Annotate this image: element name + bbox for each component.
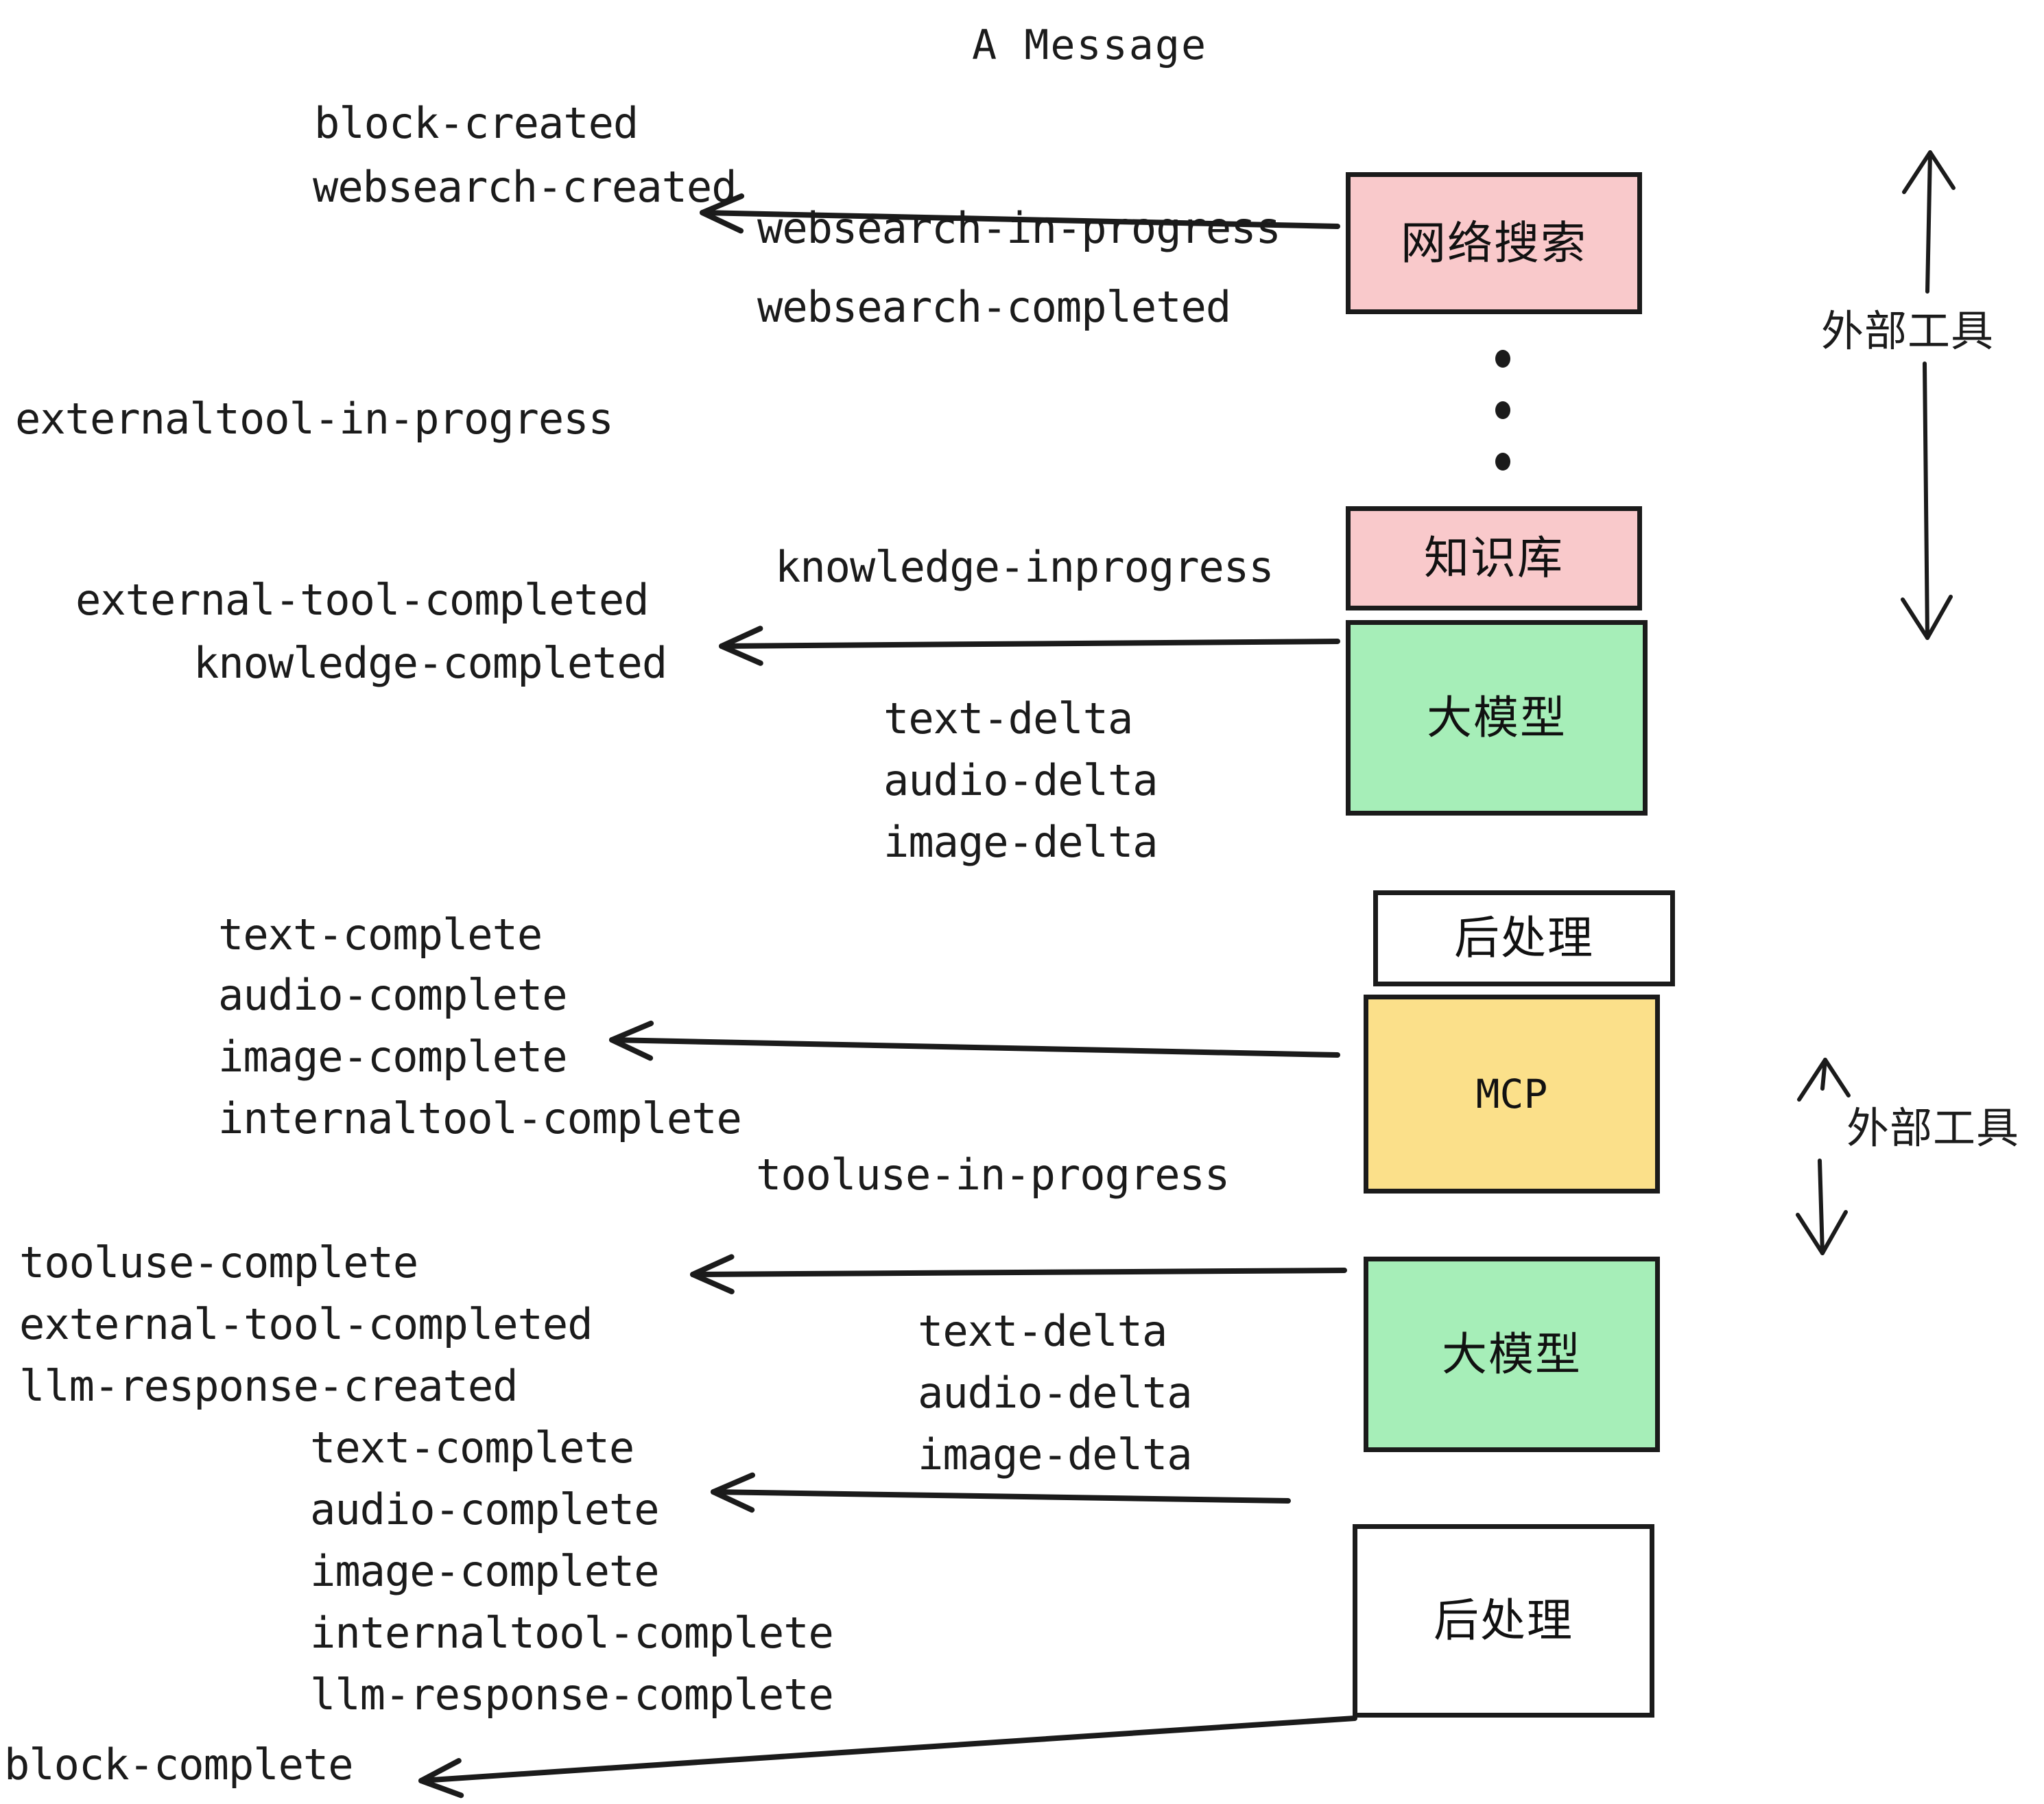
node-label: 后处理 <box>1454 912 1594 964</box>
side-label-external-tool-span-1: 外部工具 <box>1821 306 1995 356</box>
event-label: block-complete <box>4 1740 354 1790</box>
event-label: audio-delta <box>918 1368 1193 1418</box>
arrowhead-up-icon <box>1797 1058 1851 1102</box>
event-label: llm-response-complete <box>310 1670 834 1720</box>
flow-line-postprocess2-to-block <box>418 1716 1357 1783</box>
event-label: knowledge-completed <box>193 638 667 688</box>
node-label: 知识库 <box>1424 532 1564 584</box>
vertical-span-line-down <box>1923 361 1929 640</box>
ellipsis-dot-3 <box>1495 453 1510 471</box>
event-label: externaltool-in-progress <box>15 394 614 444</box>
arrowhead-left-icon-postprocess2-to-block <box>418 1758 464 1799</box>
event-label: websearch-completed <box>757 282 1231 332</box>
event-label: text-delta <box>883 693 1133 744</box>
node-label: 后处理 <box>1434 1594 1573 1647</box>
event-label: text-delta <box>918 1306 1167 1356</box>
event-label: text-complete <box>310 1423 634 1473</box>
node-label: 网络搜索 <box>1401 216 1587 270</box>
event-label: external-tool-completed <box>75 575 650 625</box>
arrowhead-left-icon-postprocess-to-client <box>690 1254 735 1294</box>
ellipsis-dot-2 <box>1495 401 1510 419</box>
node-llm-1: 大模型 <box>1346 620 1648 816</box>
node-mcp: MCP <box>1364 995 1660 1194</box>
arrowhead-down-icon <box>1901 595 1953 640</box>
vertical-span-line-up <box>1925 150 1932 294</box>
event-label: text-complete <box>218 910 543 960</box>
event-label: internaltool-complete <box>310 1608 834 1658</box>
event-label: websearch-in-progress <box>757 203 1281 253</box>
arrowhead-left-icon-knowledge-to-client <box>719 626 763 666</box>
arrowhead-left-icon-mcp-to-client <box>609 1020 654 1061</box>
event-label: image-delta <box>883 817 1158 867</box>
event-label: audio-delta <box>883 755 1158 805</box>
arrowhead-left-icon-llm2-to-client <box>711 1472 755 1513</box>
node-label: MCP <box>1475 1071 1548 1117</box>
node-knowledge: 知识库 <box>1346 506 1642 610</box>
event-label: audio-complete <box>218 970 568 1020</box>
side-label-external-tool-span-2: 外部工具 <box>1846 1103 2020 1153</box>
event-label: image-complete <box>218 1032 568 1082</box>
node-llm-2: 大模型 <box>1364 1257 1660 1452</box>
flow-line-llm2-to-client <box>711 1489 1291 1504</box>
event-label: websearch-created <box>313 162 737 212</box>
event-label: tooluse-in-progress <box>756 1150 1230 1200</box>
event-label: llm-response-created <box>19 1361 519 1411</box>
ellipsis-dot-1 <box>1495 350 1510 368</box>
arrowhead-down-icon <box>1796 1210 1848 1255</box>
event-label: external-tool-completed <box>19 1299 593 1349</box>
flow-line-knowledge-to-client <box>719 639 1340 649</box>
diagram-title: A Message <box>972 21 1208 69</box>
arrowhead-up-icon <box>1902 150 1956 194</box>
node-label: 大模型 <box>1427 691 1567 744</box>
event-label: image-complete <box>310 1546 660 1596</box>
node-postprocess-2: 后处理 <box>1353 1524 1654 1718</box>
event-label: knowledge-inprogress <box>775 542 1274 592</box>
event-label: image-delta <box>918 1429 1193 1480</box>
event-label: internaltool-complete <box>218 1093 742 1143</box>
flow-line-mcp-to-client <box>609 1037 1340 1058</box>
event-label: block-created <box>314 98 639 148</box>
vertical-span-line-up <box>1820 1058 1827 1091</box>
event-label: audio-complete <box>310 1484 660 1534</box>
event-label: tooluse-complete <box>19 1237 418 1287</box>
vertical-span-line-down <box>1818 1159 1825 1255</box>
node-label: 大模型 <box>1442 1327 1582 1381</box>
node-postprocess-1: 后处理 <box>1373 890 1675 986</box>
node-websearch: 网络搜索 <box>1346 172 1642 314</box>
flow-line-postprocess-to-client <box>690 1268 1347 1277</box>
